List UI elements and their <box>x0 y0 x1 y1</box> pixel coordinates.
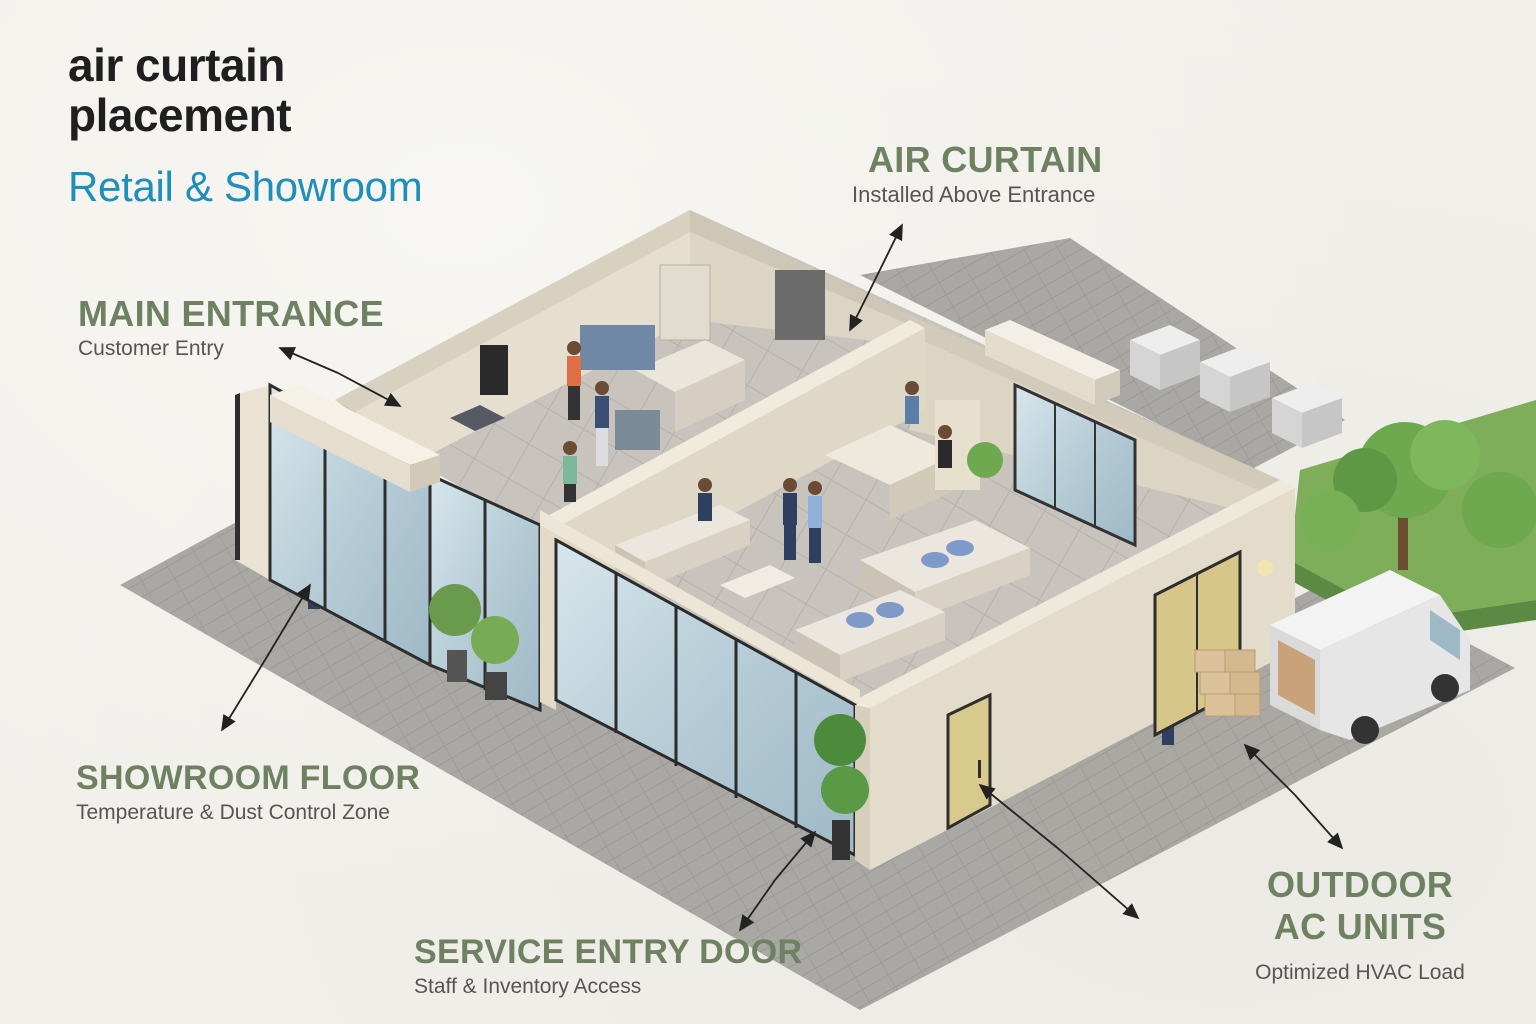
callout-main-entrance: MAIN ENTRANCE Customer Entry <box>78 294 384 364</box>
right-room-window <box>1013 382 1137 548</box>
page-title: air curtain placement <box>68 39 292 141</box>
front-column <box>540 520 556 710</box>
callout-service-entry: SERVICE ENTRY DOOR Staff & Inventory Acc… <box>414 932 802 1002</box>
callout-air-curtain: AIR CURTAIN Installed Above Entrance <box>852 140 1103 210</box>
front-glass-wall <box>540 510 860 858</box>
arrow-icon <box>221 223 1344 932</box>
air-curtain-unit-entrance <box>270 385 440 492</box>
callout-service-entry-desc: Staff & Inventory Access <box>414 975 642 998</box>
page-subtitle: Retail & Showroom <box>68 163 423 210</box>
callout-outdoor-ac-desc: Optimized HVAC Load <box>1255 961 1465 984</box>
callout-main-entrance-desc: Customer Entry <box>78 337 224 360</box>
plant-icon <box>429 442 1003 860</box>
callout-air-curtain-desc: Installed Above Entrance <box>852 182 1096 207</box>
callout-main-entrance-title: MAIN ENTRANCE <box>78 293 384 334</box>
service-door <box>946 692 992 831</box>
ac-unit-icon <box>1130 325 1342 448</box>
callout-service-entry-title: SERVICE ENTRY DOOR <box>414 933 803 971</box>
callout-outdoor-ac: OUTDOOR AC UNITS Optimized HVAC Load <box>1230 864 1490 988</box>
callout-air-curtain-title: AIR CURTAIN <box>868 139 1103 180</box>
callout-outdoor-ac-title-1: OUTDOOR <box>1266 864 1454 905</box>
callout-showroom-floor: SHOWROOM FLOOR Temperature & Dust Contro… <box>76 758 420 828</box>
callout-outdoor-ac-title-2: AC UNITS <box>1273 906 1447 947</box>
callout-showroom-floor-desc: Temperature & Dust Control Zone <box>76 801 390 824</box>
air-curtain-unit-right <box>985 320 1120 405</box>
callout-showroom-floor-title: SHOWROOM FLOOR <box>76 759 421 797</box>
box-icon <box>1194 649 1261 717</box>
tree-icon <box>1300 420 1536 570</box>
van-icon <box>1270 570 1470 744</box>
